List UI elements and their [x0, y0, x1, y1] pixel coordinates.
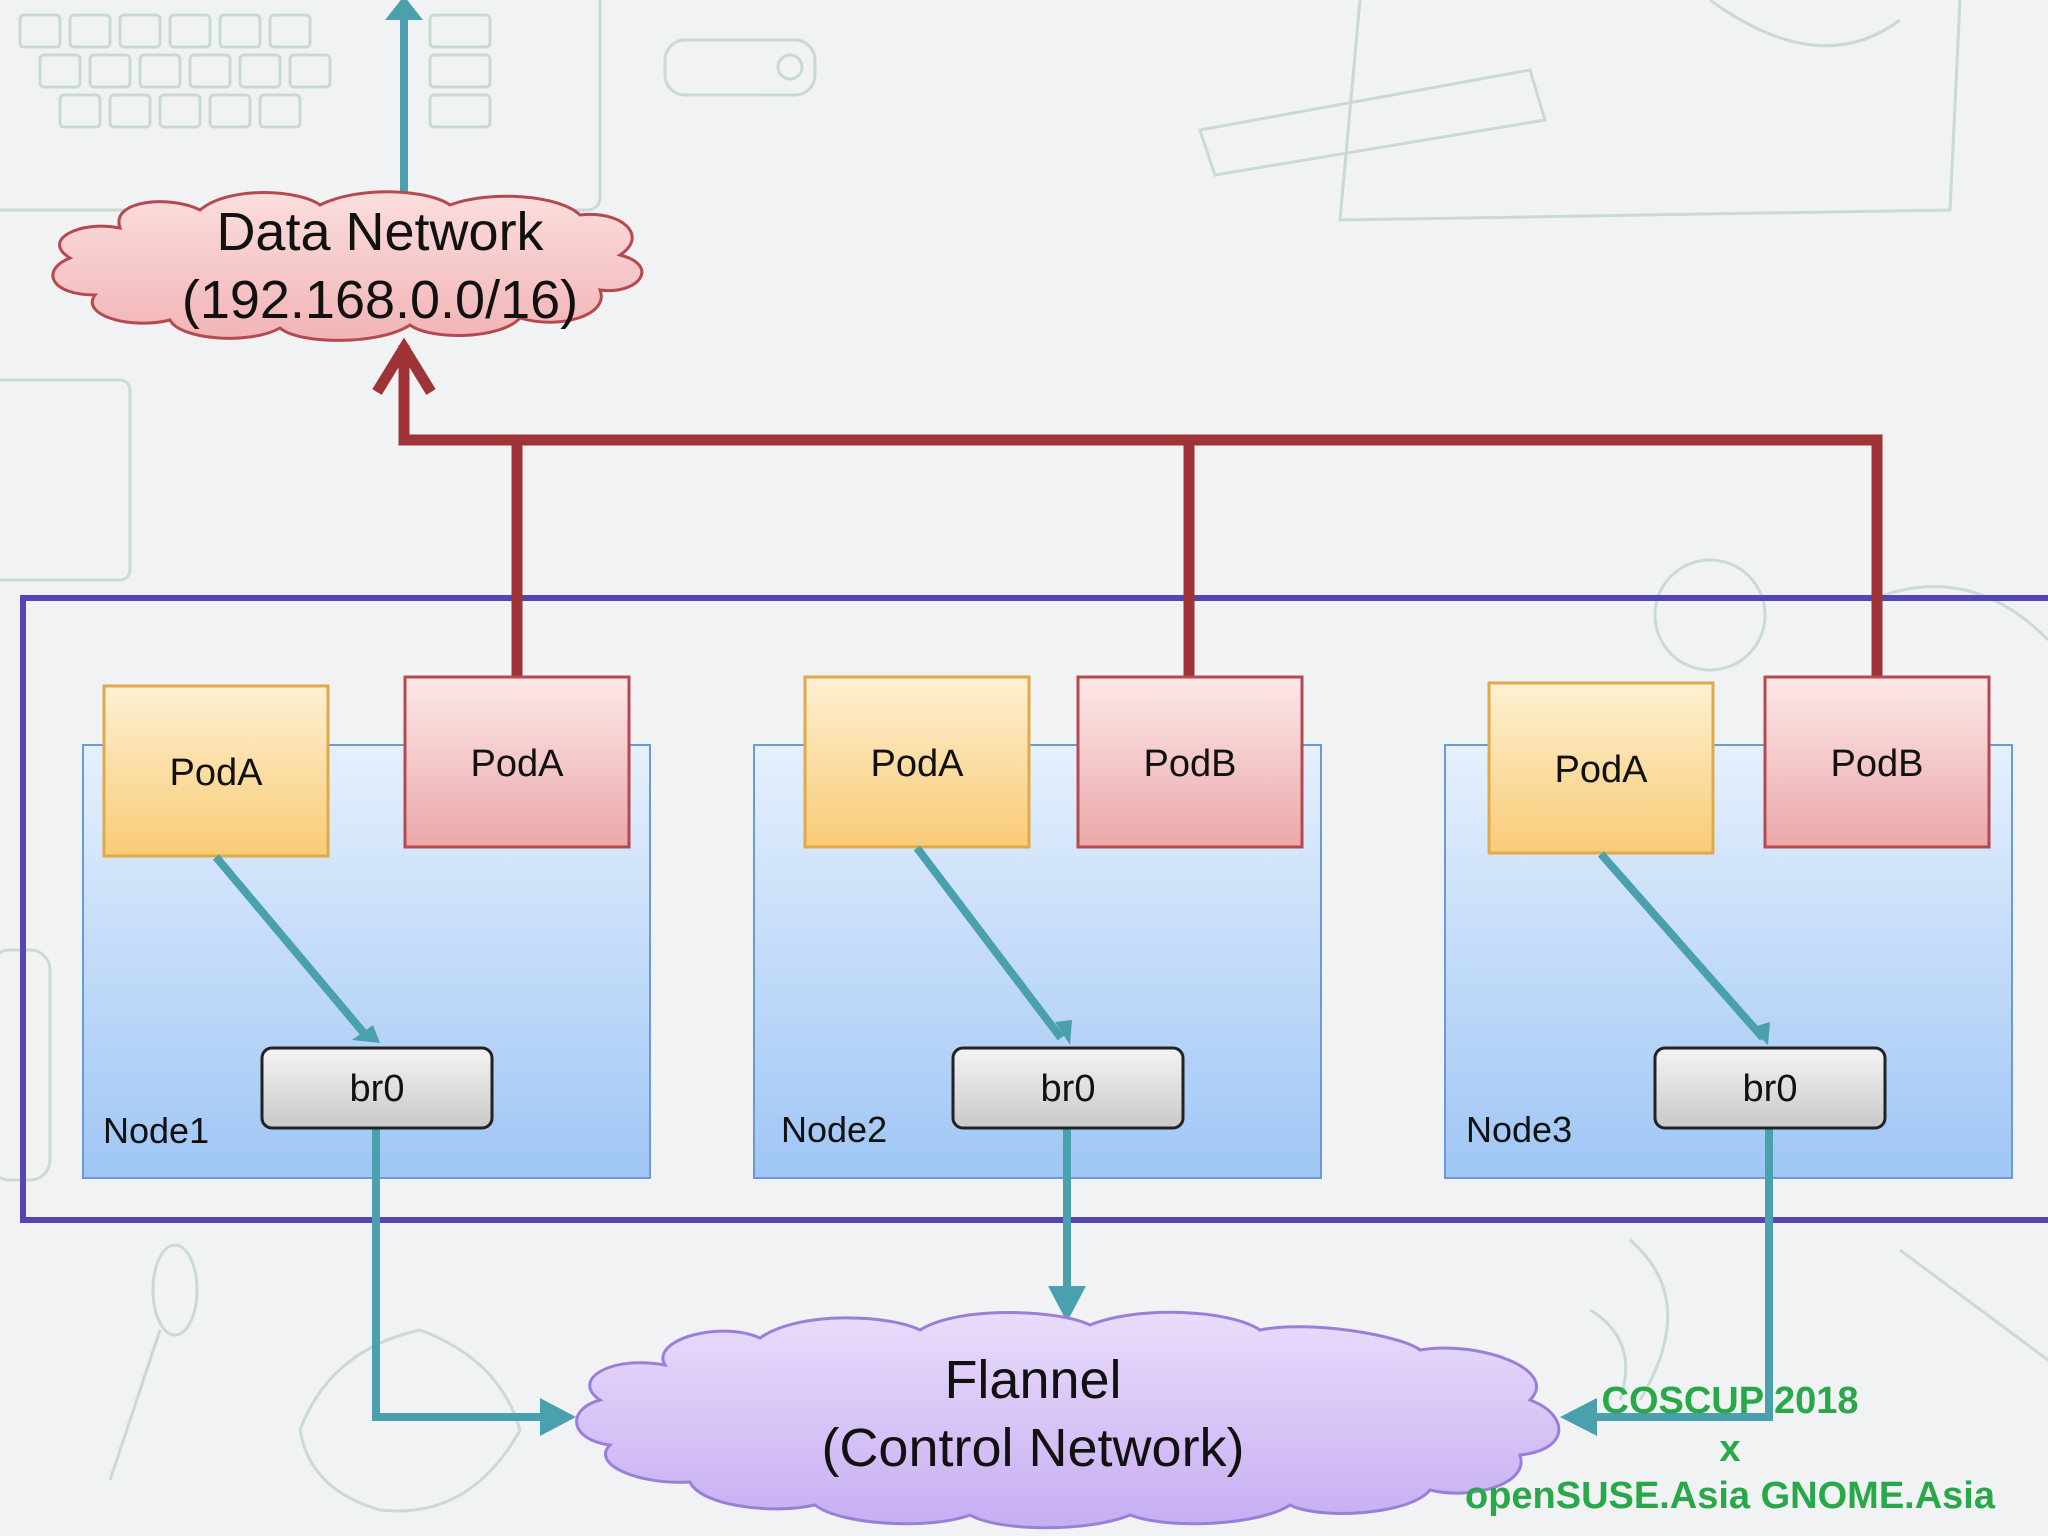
- node3-label: Node3: [1466, 1109, 1572, 1150]
- node1-br0-label: br0: [350, 1068, 405, 1110]
- data-network-subnet: (192.168.0.0/16): [182, 270, 578, 330]
- node2-br0-box: [951, 1046, 1185, 1130]
- node1-br0-box: [260, 1046, 494, 1130]
- cluster-boundary: [20, 595, 2048, 1223]
- node2-pod-1-label: PodA: [871, 743, 965, 785]
- watermark-line-3: openSUSE.Asia GNOME.Asia: [1465, 1475, 1996, 1517]
- arrow-into-flannel-left: [540, 1398, 576, 1436]
- node3-pod-2-box: [1763, 675, 1991, 849]
- node3-br0-label: br0: [1743, 1068, 1798, 1110]
- pod-to-br0-link-node2: [913, 845, 1065, 1041]
- data-network-arrowhead: [372, 337, 436, 395]
- node1-label: Node1: [103, 1110, 209, 1151]
- data-network-cloud: Data Network (192.168.0.0/16): [51, 190, 644, 342]
- node1-pod-2-box: [403, 675, 631, 849]
- node1-pod-1-box: [102, 684, 330, 858]
- node2-br0-label: br0: [1041, 1068, 1096, 1110]
- control-network-links: [212, 10, 1773, 1421]
- control-arrowheads: [352, 0, 1770, 1436]
- flannel-cloud: Flannel (Control Network): [575, 1310, 1561, 1530]
- node2-pod-2-box: [1076, 675, 1304, 849]
- node3-pod-1-box: [1487, 681, 1715, 855]
- br0-to-flannel-link-node1: [372, 1128, 548, 1421]
- br0-to-flannel-link-node3: [1595, 1128, 1773, 1421]
- arrow-into-flannel-right: [1560, 1398, 1597, 1436]
- node2-pod-2-label: PodB: [1144, 743, 1237, 785]
- flannel-subtitle: (Control Network): [821, 1418, 1244, 1478]
- arrow-up-icon: [385, 0, 423, 20]
- keyboard-keys-sketch: [18, 13, 492, 129]
- pod-to-br0-link-node3: [1597, 851, 1767, 1041]
- node3-br0-box: [1653, 1046, 1887, 1130]
- node2-label: Node2: [781, 1109, 887, 1150]
- watermark-line-1: COSCUP 2018: [1602, 1380, 1859, 1422]
- data-trunk-line: [398, 345, 1883, 677]
- node1-pod-2-label: PodA: [471, 743, 565, 785]
- node3-pod-2-label: PodB: [1831, 743, 1924, 785]
- data-network-links: [398, 345, 1883, 677]
- node1-pod-1-label: PodA: [170, 752, 264, 794]
- event-watermark: COSCUP 2018 x openSUSE.Asia GNOME.Asia: [1465, 1380, 1996, 1517]
- arrow-into-flannel-top: [1048, 1286, 1086, 1322]
- watermark-line-2: x: [1719, 1428, 1740, 1470]
- data-network-title: Data Network: [216, 202, 544, 262]
- node3-pod-1-label: PodA: [1555, 749, 1649, 791]
- flannel-title: Flannel: [944, 1350, 1121, 1410]
- node2-pod-1-box: [803, 675, 1031, 849]
- pod-to-br0-link-node1: [212, 854, 372, 1041]
